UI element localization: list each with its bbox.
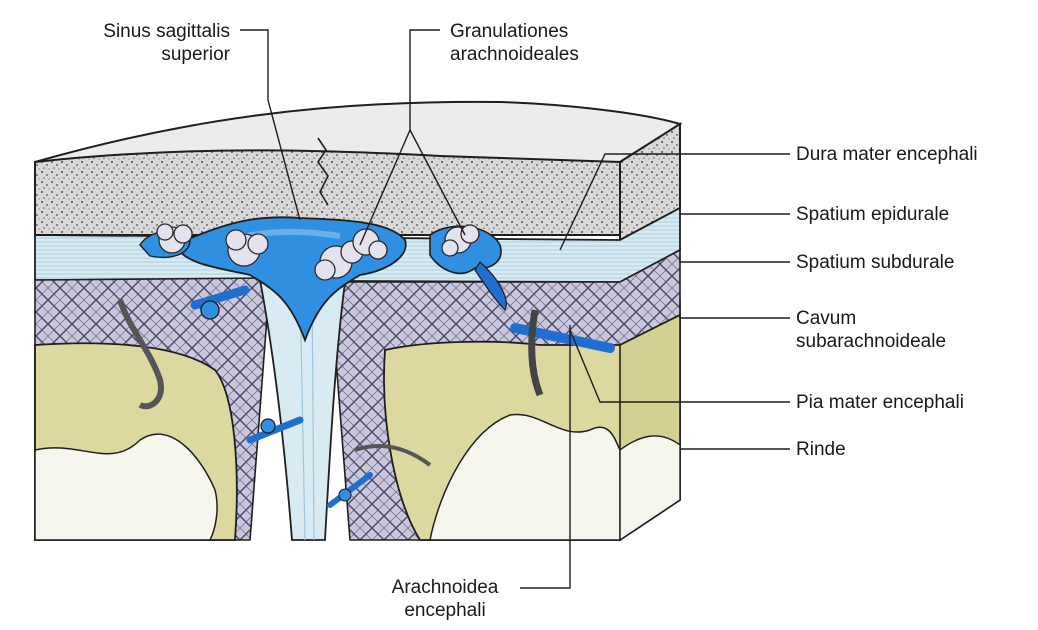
label-line: Arachnoidea [380, 576, 510, 599]
label-line: Cavum [796, 307, 946, 330]
label-sinus-sagittalis-superior: Sinus sagittalis superior [60, 20, 230, 66]
label-arachnoidea-encephali: Arachnoidea encephali [380, 576, 510, 622]
label-line: arachnoideales [450, 43, 579, 66]
label-granulationes-arachnoideales: Granulationes arachnoideales [450, 20, 579, 66]
label-line: Sinus sagittalis [60, 20, 230, 43]
label-cavum-subarachnoideale: Cavum subarachnoideale [796, 307, 946, 353]
white-matter-left [35, 434, 217, 540]
label-pia-mater-encephali: Pia mater encephali [796, 391, 964, 414]
label-line: Granulationes [450, 20, 579, 43]
label-line: superior [60, 43, 230, 66]
label-dura-mater-encephali: Dura mater encephali [796, 143, 978, 166]
label-rinde: Rinde [796, 438, 846, 461]
white-matter-side [620, 436, 680, 540]
label-line: encephali [380, 599, 510, 622]
label-spatium-epidurale: Spatium epidurale [796, 203, 949, 226]
label-line: subarachnoideale [796, 330, 946, 353]
label-spatium-subdurale: Spatium subdurale [796, 251, 954, 274]
